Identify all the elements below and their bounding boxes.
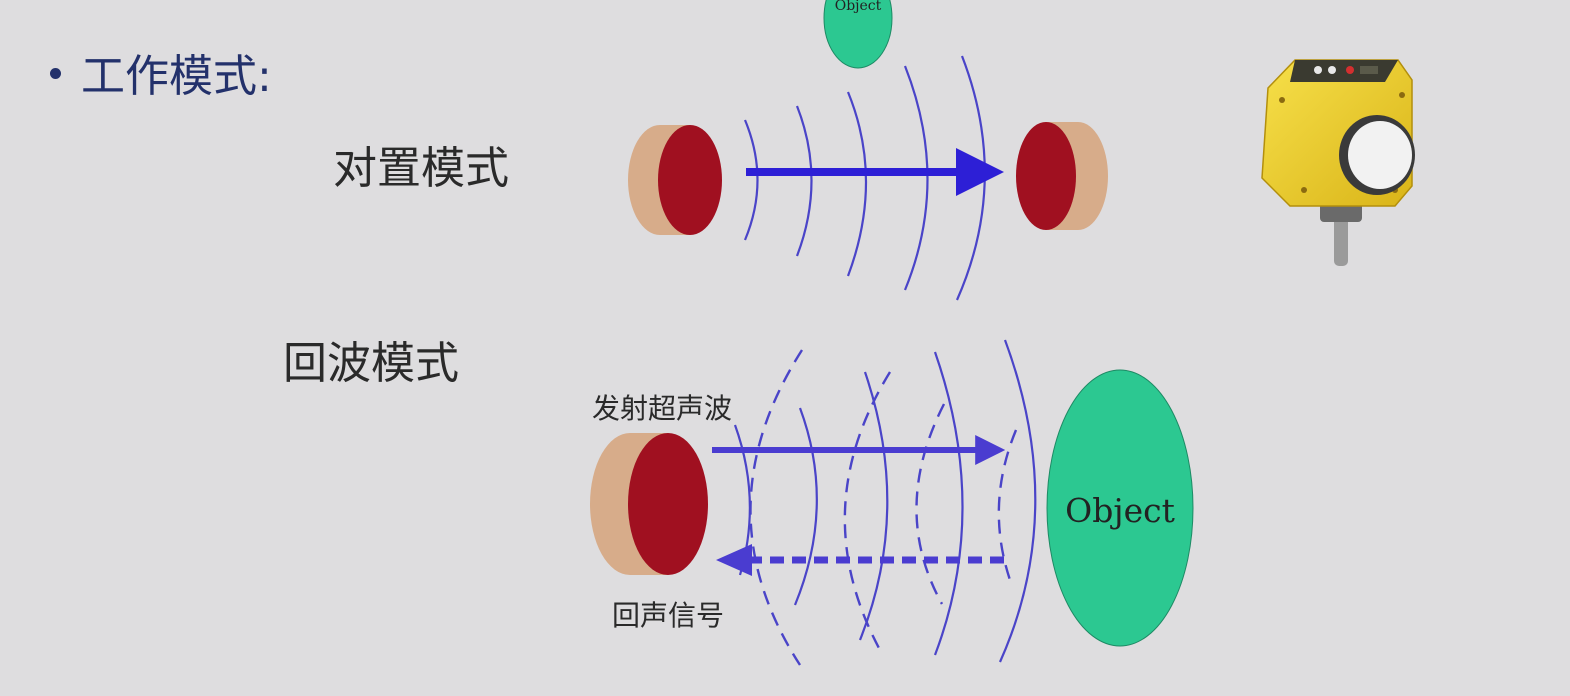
- echo-transducer: [590, 433, 708, 575]
- bullet-icon: [50, 67, 61, 79]
- ultrasonic-sensor-illustration: [1261, 59, 1415, 266]
- echo-object: Object: [1046, 369, 1194, 647]
- echo-return-arrowhead: [716, 544, 752, 576]
- heading-text: 工作模式:: [81, 51, 272, 102]
- through-beam-waves: [743, 55, 986, 301]
- echo-mode-label: 回波模式: [283, 338, 459, 389]
- top-object-label: Object: [835, 0, 882, 14]
- echo-signal-caption: 回声信号: [612, 599, 725, 632]
- heading: 工作模式:: [50, 40, 272, 104]
- transmit-caption: 发射超声波: [592, 392, 733, 425]
- top-object: Object: [823, 0, 893, 69]
- echo-outgoing-waves: [733, 339, 1037, 663]
- echo-return-waves: [749, 349, 1018, 666]
- through-beam-transmitter: [628, 125, 722, 235]
- echo-object-label: Object: [1065, 491, 1175, 530]
- through-beam-mode-label: 对置模式: [333, 143, 509, 194]
- through-beam-receiver: [1016, 122, 1108, 230]
